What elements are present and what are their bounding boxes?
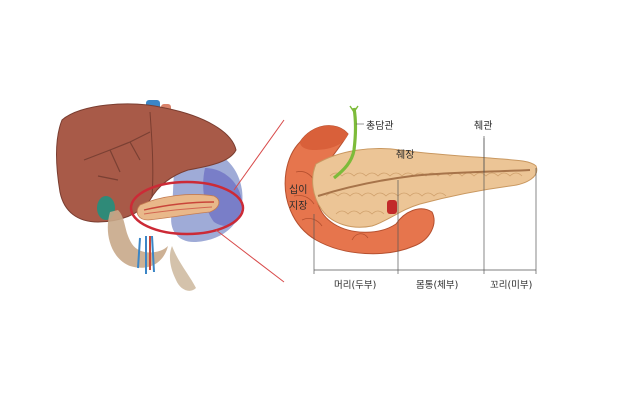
mesenteric-vessels [137,235,155,274]
label-pancreatic-duct: 췌관 [474,120,492,132]
mesenteric-vessel-detail [387,200,397,214]
duodenum-folds [293,171,369,241]
spleen [203,168,243,226]
label-head: 머리(두부) [334,280,376,291]
label-common-bile-duct: 총담관 [366,120,394,132]
detail-illustration [284,105,538,274]
label-body: 몸통(체부) [416,280,458,291]
highlight-ellipse [129,180,245,236]
pancreas-small-duct-2 [143,206,213,215]
pancreas [312,148,538,228]
pancreas-small-duct [143,201,215,211]
zoom-line-top [233,119,285,191]
pancreas-lobules [325,172,523,215]
duodenum-upper-end [300,125,348,150]
label-duodenum-line2: 지장 [289,200,307,212]
duodenum [284,125,435,255]
label-duodenum-line1: 십이 [289,184,307,196]
label-pancreas: 췌장 [396,149,414,161]
bile-duct-top-branch [349,105,359,114]
zoom-line-bottom [215,229,285,283]
pancreatic-duct [317,169,531,197]
overview-illustration [56,100,245,291]
pancreas-small [136,194,220,221]
common-bile-duct [333,107,358,180]
liver [56,103,237,223]
liver-vessels [83,131,151,181]
intestine [169,246,196,291]
label-tail: 꼬리(미부) [490,280,532,291]
